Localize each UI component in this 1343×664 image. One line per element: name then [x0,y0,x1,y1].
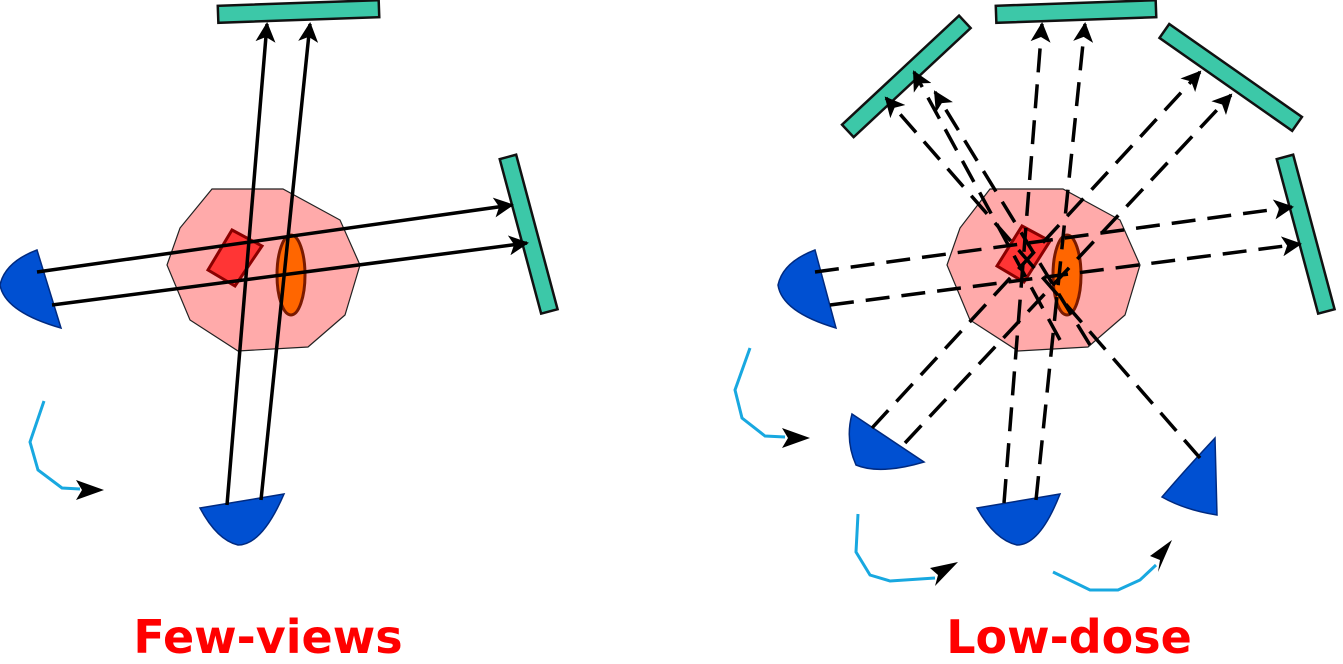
detector-icon [1157,22,1304,133]
x-ray-source-icon [975,493,1062,546]
x-ray-source-icon [0,249,63,330]
few-views-panel [0,0,560,546]
rotation-arrowhead [930,562,958,586]
rotation-arrow-icon [733,347,786,439]
detector-icon [840,13,973,139]
rotation-arrow-icon [28,400,81,491]
x-ray-source-icon [198,493,286,546]
low-dose-caption: Low-dose [946,610,1192,664]
few-views-caption: Few-views [133,610,403,664]
detector-icon [216,0,381,25]
rotation-arrow-icon [1052,563,1158,592]
detector-icon [994,0,1158,25]
x-ray-source-icon [1160,436,1218,516]
detector-icon [1275,153,1337,316]
rotation-arrowhead [782,428,810,448]
x-ray-source-icon [777,249,838,330]
dashed-rays [814,22,1302,504]
rotation-arrow-icon [854,513,936,583]
low-dose-panel [733,0,1337,592]
detector-icon [498,153,560,316]
rotation-arrowhead [76,480,104,500]
rotation-arrowhead [1150,540,1172,572]
x-ray-source-icon [848,412,926,471]
rays [36,22,529,506]
